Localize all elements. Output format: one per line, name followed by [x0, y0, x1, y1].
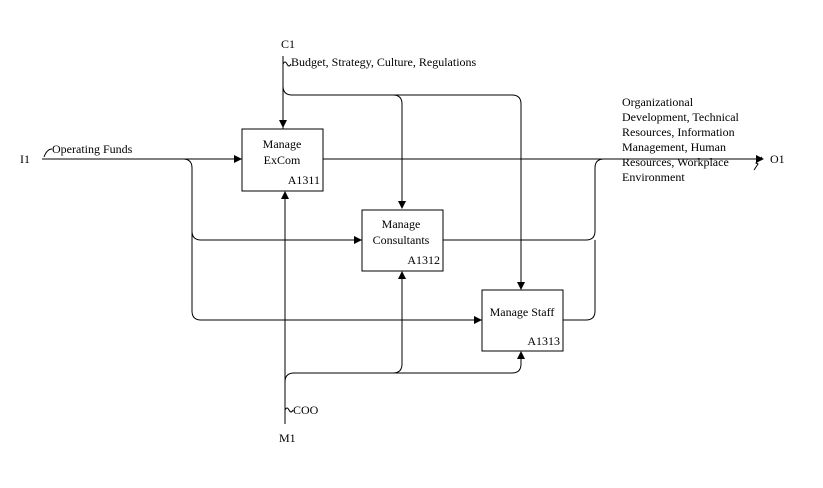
box-a1311-title-line1: Manage [263, 137, 302, 151]
box-a1312-title-line1: Manage [382, 217, 421, 231]
box-a1313-title: Manage Staff [490, 305, 555, 319]
box-a1313-id: A1313 [527, 334, 560, 348]
input-label: Operating Funds [52, 142, 133, 156]
control-squiggle [282, 61, 292, 67]
output-label-line: Management, Human [622, 140, 726, 154]
output-squiggle [753, 156, 763, 171]
box-a1312-id: A1312 [407, 253, 440, 267]
control-code: C1 [281, 37, 295, 51]
mechanism-code: M1 [279, 431, 296, 445]
control-label: Budget, Strategy, Culture, Regulations [291, 55, 477, 69]
box-a1311-id: A1311 [288, 173, 320, 187]
input-code: I1 [20, 152, 30, 166]
mechanism-squiggle [284, 407, 294, 413]
activity-box-a1312: Manage Consultants A1312 [361, 209, 444, 272]
input-arrow-i1 [42, 155, 482, 324]
box-a1311-title-line2: ExCom [264, 153, 301, 167]
output-label-line: Development, Technical [622, 110, 740, 124]
output-label: Organizational Development, Technical Re… [622, 95, 740, 184]
output-arrow-o1 [323, 155, 764, 321]
input-squiggle [43, 148, 53, 158]
output-label-line: Organizational [622, 95, 694, 109]
mechanism-arrow-m1 [281, 191, 525, 424]
activity-box-a1311: Manage ExCom A1311 [241, 128, 324, 192]
box-a1312-title-line2: Consultants [373, 233, 430, 247]
output-label-line: Resources, Information [622, 125, 735, 139]
output-label-line: Environment [622, 170, 685, 184]
output-code: O1 [770, 152, 785, 166]
mechanism-label: COO [293, 403, 319, 417]
activity-box-a1313: Manage Staff A1313 [481, 289, 564, 352]
output-label-line: Resources, Workplace [622, 155, 729, 169]
